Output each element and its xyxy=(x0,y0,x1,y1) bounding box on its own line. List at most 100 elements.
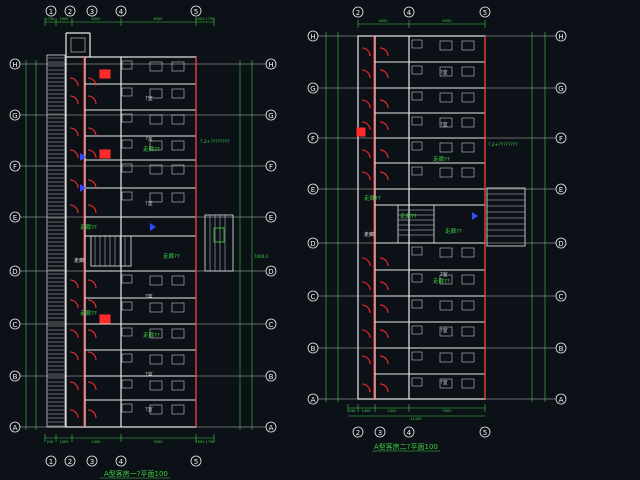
plan-1-top-dim-2: 1600 xyxy=(60,17,69,21)
plan-1-bottom-axis-1: 1 xyxy=(49,458,53,466)
bed-outline xyxy=(439,117,453,128)
plan-1-top-axis-2: 2 xyxy=(68,8,72,16)
door-swing xyxy=(361,257,371,267)
door-swing xyxy=(69,409,79,419)
plan-2-green-label-1: 走廊?? xyxy=(433,155,450,163)
plan-2-room-label-2: ?室 xyxy=(440,121,448,128)
bed-outline xyxy=(149,88,163,99)
bathroom-fixture xyxy=(121,87,133,97)
plan-1-row-axis-D-right: D xyxy=(268,268,273,276)
plan-2-top-dim-1: 4800 xyxy=(379,19,388,23)
plan-2-room-label-1: ?室 xyxy=(440,69,448,76)
bed-outline xyxy=(439,274,453,285)
bed-outline xyxy=(461,92,475,103)
plan-1-bottom-dim-3: 2400 xyxy=(92,440,101,444)
plan-1-stair-label: 走廊 xyxy=(74,257,84,264)
bathroom-fixture xyxy=(121,60,133,70)
fire-marker xyxy=(99,69,111,79)
bed-outline xyxy=(171,302,185,313)
bed-outline xyxy=(461,40,475,51)
plan-1-green-label-5: 走廊?? xyxy=(80,309,97,317)
bathroom-fixture xyxy=(411,246,423,256)
bed-outline xyxy=(171,164,185,175)
door-swing xyxy=(87,329,97,339)
plan-1-top-dim-3: 6300 xyxy=(92,17,101,21)
bed-outline xyxy=(171,88,185,99)
bed-outline xyxy=(171,354,185,365)
bed-outline xyxy=(461,378,475,389)
fire-marker xyxy=(99,314,111,324)
fire-marker xyxy=(99,149,111,159)
door-swing xyxy=(379,281,389,291)
plan-1-green-label-1: 走廊?? xyxy=(143,145,160,153)
bed-outline xyxy=(149,275,163,286)
door-swing xyxy=(379,383,389,393)
door-swing xyxy=(379,304,389,314)
bed-outline xyxy=(461,167,475,178)
bathroom-fixture xyxy=(411,273,423,283)
plan-1-bottom-axis-3: 3 xyxy=(90,458,94,466)
door-swing xyxy=(379,171,389,181)
plan-1-room-label-1: ?室 xyxy=(145,95,153,102)
bed-outline xyxy=(439,247,453,258)
plan-2-bottom-dim-2: 1400 xyxy=(362,409,371,413)
bathroom-fixture xyxy=(121,274,133,284)
bed-outline xyxy=(171,275,185,286)
plan-2-bottom-axis-2: 2 xyxy=(356,429,360,437)
plan-1-top-dim-4: 6300 xyxy=(154,17,163,21)
bed-outline xyxy=(171,192,185,203)
door-swing xyxy=(87,127,97,137)
plan-2-row-axis-B-right: B xyxy=(559,345,564,353)
door-swing xyxy=(69,95,79,105)
door-swing xyxy=(379,99,389,109)
door-swing xyxy=(87,95,97,105)
door-swing xyxy=(361,355,371,365)
door-swing xyxy=(87,299,97,309)
plan-2-top-dim-2: 6300 xyxy=(443,19,452,23)
door-swing xyxy=(69,77,79,87)
door-swing xyxy=(361,383,371,393)
bed-outline xyxy=(149,354,163,365)
plan-2-green-label-4: 走廊?? xyxy=(433,277,450,285)
bed-outline xyxy=(171,61,185,72)
bed-outline xyxy=(149,192,163,203)
plan-2-bottom-dim-4: 5300 xyxy=(443,409,452,413)
door-swing xyxy=(69,127,79,137)
bed-outline xyxy=(171,114,185,125)
plan-1-row-axis-A-right: A xyxy=(269,424,274,432)
bathroom-fixture xyxy=(121,379,133,389)
bed-outline xyxy=(439,300,453,311)
plan-1-green-label-3: 走廊?? xyxy=(163,252,180,260)
bed-outline xyxy=(439,326,453,337)
bathroom-fixture xyxy=(411,116,423,126)
plan-2-row-axis-E: E xyxy=(311,186,315,194)
plan-1-green-label-4: 走廊?? xyxy=(143,331,160,339)
plan-2-row-axis-A: A xyxy=(311,396,316,404)
door-swing xyxy=(87,179,97,189)
bathroom-fixture xyxy=(411,166,423,176)
plan-2-row-axis-E-right: E xyxy=(559,186,563,194)
bed-outline xyxy=(171,380,185,391)
plan-2-room-label-4: ?室 xyxy=(440,327,448,334)
bed-outline xyxy=(149,302,163,313)
bed-outline xyxy=(149,380,163,391)
plan-2-row-axis-A-right: A xyxy=(559,396,564,404)
door-swing xyxy=(69,149,79,159)
door-swing xyxy=(361,281,371,291)
plan-2-row-axis-D-right: D xyxy=(558,240,563,248)
plan-1-row-axis-G-right: G xyxy=(268,112,273,120)
plan-2-green-label-2: 走廊?? xyxy=(364,194,381,202)
door-swing xyxy=(87,204,97,214)
plan-1-top-axes xyxy=(45,5,202,17)
plan-2-top-axis-2: 2 xyxy=(356,9,360,17)
plan-1-row-axis-F-right: F xyxy=(269,163,273,171)
bathroom-fixture xyxy=(121,163,133,173)
plan-2-bottom-axis-5: 5 xyxy=(483,429,487,437)
plan-2-room-label-5: ?室 xyxy=(440,379,448,386)
bathroom-fixture xyxy=(121,353,133,363)
plan-2-room-label-3: ?室 xyxy=(440,271,448,278)
plan-1-top-axis-3: 3 xyxy=(90,8,94,16)
plan-1-room-label-6: ?室 xyxy=(145,406,153,413)
plan-1-top-dim-5: 1500 1730 xyxy=(196,17,215,21)
plan-1-row-axis-A: A xyxy=(13,424,18,432)
